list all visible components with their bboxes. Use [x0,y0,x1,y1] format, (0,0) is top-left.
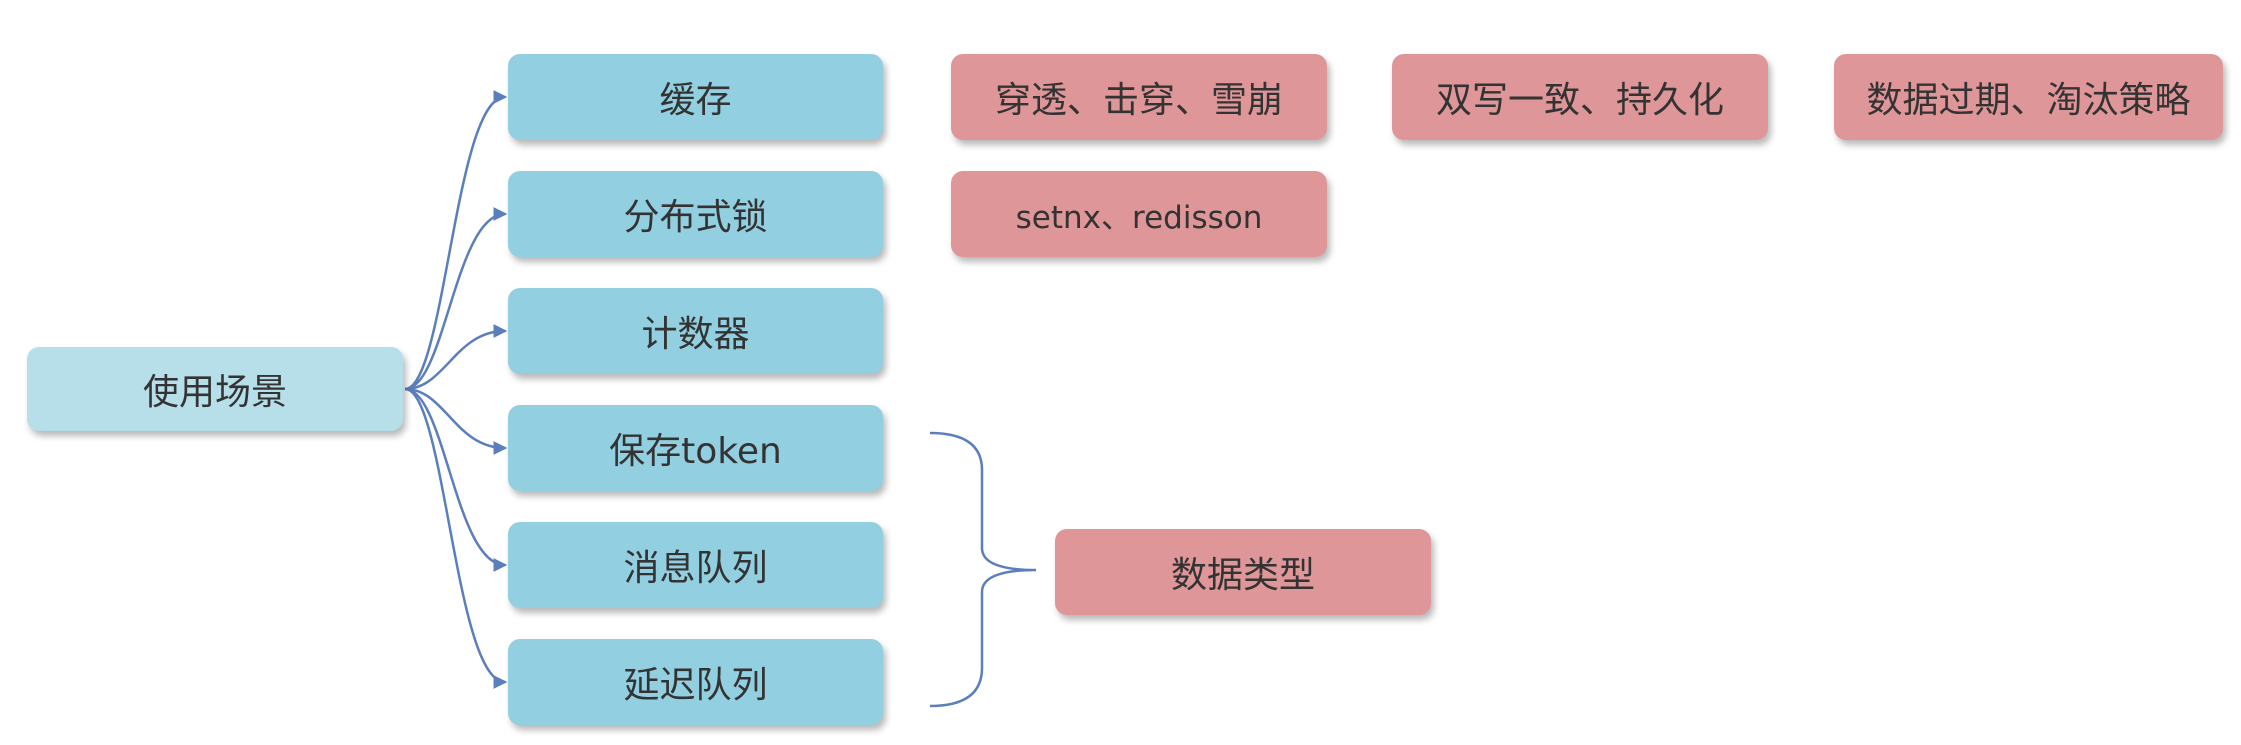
grouping-brace [929,431,1037,708]
topic-node-label: 数据过期、淘汰策略 [1866,80,2191,121]
topic-node-label: 数据类型 [1170,555,1315,596]
connector-to-message-queue [404,387,508,572]
topic-node-label: 双写一致、持久化 [1435,80,1724,121]
connector-to-save-token [404,387,508,455]
scenario-node-cache[interactable]: 缓存 [508,54,883,140]
topic-node-data-types[interactable]: 数据类型 [1055,529,1431,615]
connector-to-cache [404,90,508,391]
root-node[interactable]: 使用场景 [27,347,403,431]
scenario-node-counter[interactable]: 计数器 [508,288,883,374]
scenario-node-delay-queue[interactable]: 延迟队列 [508,639,883,725]
scenario-node-save-token[interactable]: 保存token [508,405,883,491]
topic-node-double-write-persistence[interactable]: 双写一致、持久化 [1392,54,1768,140]
connector-to-counter [404,324,508,391]
connector-to-delay-queue [404,387,508,689]
scenario-node-label: 消息队列 [623,548,768,589]
connector-to-distributed-lock [404,207,508,391]
scenario-node-distributed-lock[interactable]: 分布式锁 [508,171,883,257]
scenario-node-message-queue[interactable]: 消息队列 [508,522,883,608]
topic-node-penetration-breakdown-avalanche[interactable]: 穿透、击穿、雪崩 [951,54,1327,140]
scenario-node-label: 延迟队列 [623,665,768,706]
scenario-node-label: 缓存 [659,80,732,121]
topic-node-label: 穿透、击穿、雪崩 [994,80,1283,121]
scenario-node-label: 保存token [609,431,782,472]
scenario-node-label: 分布式锁 [623,197,768,238]
topic-node-expiry-eviction[interactable]: 数据过期、淘汰策略 [1834,54,2223,140]
topic-node-setnx-redisson[interactable]: setnx、redisson [951,171,1327,257]
root-node-label: 使用场景 [142,372,287,413]
scenario-node-label: 计数器 [641,314,750,355]
topic-node-label: setnx、redisson [1015,199,1263,236]
